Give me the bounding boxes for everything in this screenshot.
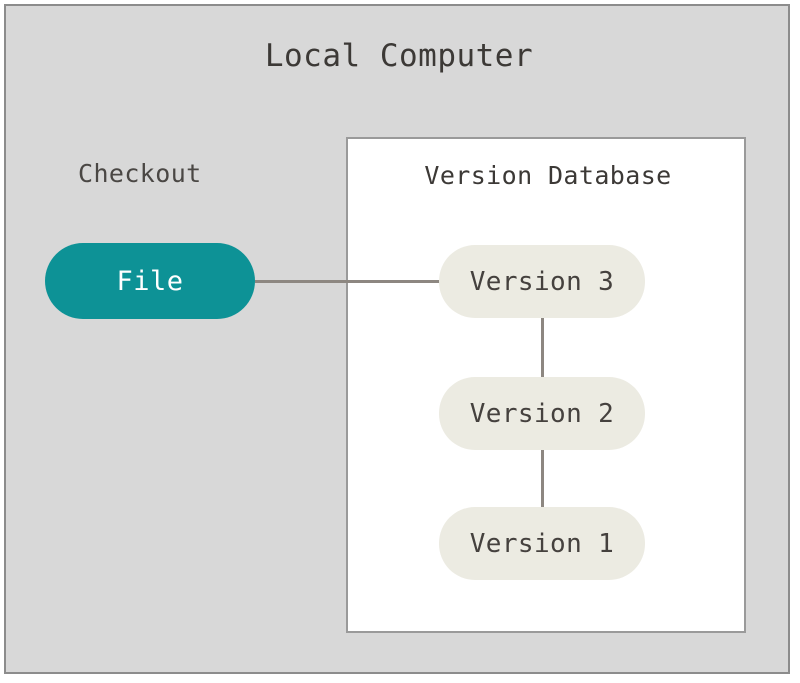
edge-version-2-to-version-1 [541, 448, 544, 509]
node-version-3[interactable]: Version 3 [439, 245, 645, 318]
edge-version-3-to-version-2 [541, 316, 544, 379]
node-version-3-label: Version 3 [469, 266, 615, 297]
local-computer-title: Local Computer [264, 38, 534, 74]
edge-file-to-version-3 [255, 280, 445, 283]
node-version-1-label: Version 1 [469, 528, 615, 559]
node-file[interactable]: File [45, 243, 255, 319]
node-version-1[interactable]: Version 1 [439, 507, 645, 580]
node-version-2[interactable]: Version 2 [439, 377, 645, 450]
version-database-title: Version Database [424, 161, 672, 190]
node-version-2-label: Version 2 [469, 398, 615, 429]
checkout-label: Checkout [78, 159, 202, 188]
node-file-label: File [116, 265, 184, 297]
